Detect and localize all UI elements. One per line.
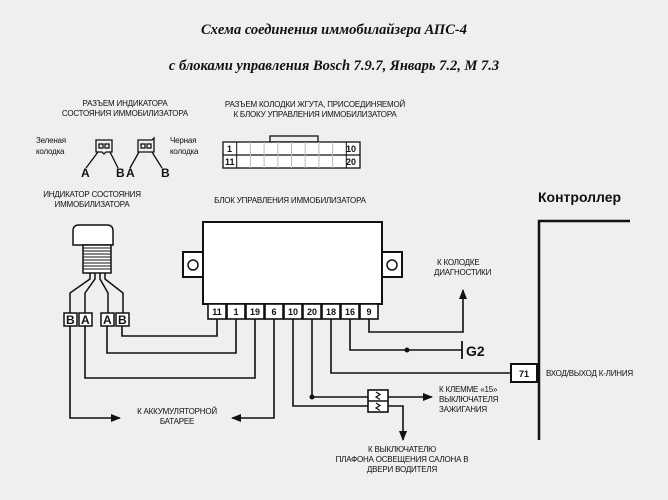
diagram-title-line1: Схема соединения иммобилайзера АПС-4: [201, 22, 467, 38]
controller-section: Контроллер 71 ВХОД/ВЫХОД К-ЛИНИЯ: [510, 189, 634, 440]
diagnostics-label-2: ДИАГНОСТИКИ: [434, 268, 492, 277]
harness-pin-20: 20: [346, 157, 356, 167]
harness-pin-11: 11: [225, 157, 235, 167]
black-connector-label-2: колодка: [170, 147, 199, 156]
wire-interior-lamp: [388, 405, 407, 441]
wire-pin20-diode: [311, 319, 368, 398]
wire-pin16-g2: [349, 319, 462, 351]
diagram-title-line2: с блоками управления Bosch 7.9.7, Январь…: [168, 58, 500, 74]
indicator-connector-section: РАЗЪЕМ ИНДИКАТОРА СОСТОЯНИЯ ИММОБИЛИЗАТО…: [36, 99, 199, 180]
wire-pin9-diagnostics: [368, 289, 467, 333]
controller-pin-label: ВХОД/ВЫХОД К-ЛИНИЯ: [546, 369, 633, 378]
wires: [69, 289, 511, 441]
control-unit-pin-18: 18: [326, 307, 336, 317]
black-connector-icon: [129, 136, 163, 169]
black-pin-a: A: [126, 166, 135, 180]
wire-indicator-battery: [69, 326, 121, 422]
controller-outline: [537, 219, 630, 440]
junction-dot: [404, 347, 410, 353]
harness-connector-icon: [222, 135, 361, 169]
indicator-terminal-b-right: B: [118, 313, 127, 327]
wire-pin18-controller: [330, 319, 511, 374]
ignition-label-2: ВЫКЛЮЧАТЕЛЯ: [439, 395, 499, 404]
control-unit-pin-16: 16: [345, 307, 355, 317]
black-connector-label-1: Черная: [170, 136, 196, 145]
battery-label-1: К АККУМУЛЯТОРНОЙ: [137, 407, 217, 416]
green-pin-a: A: [81, 166, 90, 180]
controller-pin-71: 71: [519, 369, 529, 379]
indicator-label-2: ИММОБИЛИЗАТОРА: [55, 200, 131, 209]
indicator-terminal-a-right: A: [103, 313, 112, 327]
indicator-connector-heading-1: РАЗЪЕМ ИНДИКАТОРА: [83, 99, 169, 108]
controller-label: Контроллер: [538, 189, 621, 205]
lamp-label-1: К ВЫКЛЮЧАТЕЛЮ: [368, 445, 436, 454]
control-unit-pin-10: 10: [288, 307, 298, 317]
ignition-label-1: К КЛЕММЕ «15»: [439, 385, 498, 394]
control-unit-body: [182, 221, 403, 305]
control-unit-pin-9: 9: [366, 307, 371, 317]
green-connector-label-1: Зеленая: [36, 136, 66, 145]
harness-connector-section: РАЗЪЕМ КОЛОДКИ ЖГУТА, ПРИСОЕДИНЯЕМОЙ К Б…: [222, 100, 406, 169]
wire-pin19-indicator: [84, 319, 256, 379]
control-unit-pin-6: 6: [271, 307, 276, 317]
wire-pin6-battery: [231, 319, 275, 422]
indicator-terminal-b-left: B: [66, 313, 75, 327]
indicator-terminal-a-left: A: [81, 313, 90, 327]
lamp-label-2: ПЛАФОНА ОСВЕЩЕНИЯ САЛОНА В: [336, 455, 469, 464]
green-pin-b: B: [116, 166, 125, 180]
wire-pin10-diode: [292, 319, 368, 407]
ground-label: G2: [466, 343, 485, 359]
control-unit-pin-20: 20: [307, 307, 317, 317]
harness-connector-heading-2: К БЛОКУ УПРАВЛЕНИЯ ИММОБИЛИЗАТОРА: [233, 110, 397, 119]
harness-pin-10: 10: [346, 144, 356, 154]
ignition-label-3: ЗАЖИГАНИЯ: [439, 405, 487, 414]
indicator-section: ИНДИКАТОР СОСТОЯНИЯ ИММОБИЛИЗАТОРА B A A…: [43, 190, 141, 327]
wire-pin1-indicator: [106, 319, 237, 354]
control-unit-label: БЛОК УПРАВЛЕНИЯ ИММОБИЛИЗАТОРА: [214, 196, 367, 205]
lamp-label-3: ДВЕРИ ВОДИТЕЛЯ: [367, 465, 438, 474]
harness-connector-heading-1: РАЗЪЕМ КОЛОДКИ ЖГУТА, ПРИСОЕДИНЯЕМОЙ: [225, 100, 406, 109]
wire-pin11-indicator: [121, 319, 218, 337]
black-pin-b: B: [161, 166, 170, 180]
indicator-icon: [69, 224, 124, 313]
green-connector-icon: [85, 139, 119, 169]
diagnostics-label-1: К КОЛОДКЕ: [437, 258, 480, 267]
indicator-label-1: ИНДИКАТОР СОСТОЯНИЯ: [43, 190, 141, 199]
control-unit-pin-1: 1: [233, 307, 238, 317]
indicator-terminals: B A A B: [63, 312, 130, 327]
control-unit-pin-19: 19: [250, 307, 260, 317]
indicator-connector-heading-2: СОСТОЯНИЯ ИММОБИЛИЗАТОРА: [62, 109, 189, 118]
control-unit-pin-11: 11: [212, 307, 222, 317]
battery-label-2: БАТАРЕЕ: [160, 417, 194, 426]
harness-pin-1: 1: [227, 144, 232, 154]
green-connector-label-2: колодка: [36, 147, 65, 156]
